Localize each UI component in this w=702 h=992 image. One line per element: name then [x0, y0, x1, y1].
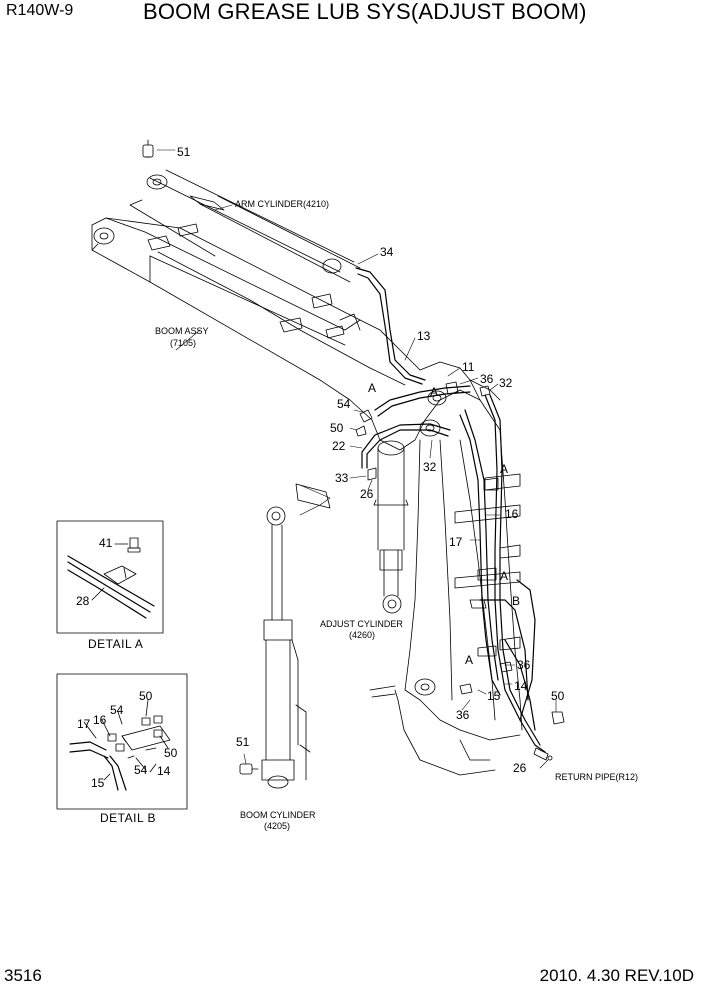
- callout-15: 15: [487, 689, 501, 703]
- detail-b-callout-50: 50: [139, 689, 153, 703]
- model-code: R140W-9: [6, 2, 74, 19]
- caption-detail-b: DETAIL B: [100, 811, 156, 825]
- caption-return-pipe: RETURN PIPE(R12): [555, 772, 638, 782]
- callout-26-bottom: 26: [513, 761, 527, 775]
- caption-boom-cylinder-no: (4205): [264, 821, 290, 831]
- callout-13: 13: [417, 329, 431, 343]
- detail-b-callout-15: 15: [91, 776, 105, 790]
- page-title: BOOM GREASE LUB SYS(ADJUST BOOM): [143, 0, 587, 24]
- callout-36-right: 36: [517, 658, 531, 672]
- callout-22: 22: [332, 439, 346, 453]
- callout-34: 34: [380, 245, 394, 259]
- callout-51-top: 51: [177, 145, 191, 159]
- callout-a-5: A: [465, 653, 473, 667]
- leader-lines: [156, 149, 557, 769]
- caption-adjust-cylinder-no: (4260): [349, 630, 375, 640]
- adjust-cylinder: [373, 440, 409, 614]
- callout-a-1: A: [368, 381, 376, 395]
- callout-a-2: A: [430, 385, 438, 399]
- callout-16: 16: [505, 507, 519, 521]
- detail-b-callout-17: 17: [77, 717, 91, 731]
- fitting-50-right: [551, 711, 565, 725]
- grease-fitting-51-top: [142, 139, 154, 158]
- caption-arm-cylinder: ARM CYLINDER(4210): [235, 199, 329, 209]
- detail-b-callout-54b: 54: [134, 763, 148, 777]
- callout-26: 26: [360, 487, 374, 501]
- revision-date: 2010. 4.30 REV.10D: [539, 966, 694, 985]
- page-number: 3516: [4, 966, 42, 985]
- callout-a-4: A: [500, 569, 508, 583]
- boom-assy: [91, 217, 421, 421]
- callout-17: 17: [449, 535, 463, 549]
- detail-a-frame: [56, 520, 164, 634]
- callout-11: 11: [462, 360, 475, 374]
- callout-32-mid: 32: [423, 460, 437, 474]
- callout-36-bottom: 36: [456, 708, 470, 722]
- callout-a-3: A: [500, 462, 508, 476]
- return-pipe-fitting: [533, 747, 553, 761]
- grease-fitting-51-bottom: [239, 763, 259, 775]
- callout-50-right: 50: [551, 689, 565, 703]
- detail-a-callout-28: 28: [76, 594, 90, 608]
- arm-cylinder: [129, 169, 361, 283]
- detail-b-callout-14: 14: [157, 764, 171, 778]
- callout-14: 14: [514, 679, 528, 693]
- callout-b-1: B: [512, 594, 520, 608]
- boom-knuckle: [369, 361, 523, 776]
- caption-detail-a: DETAIL A: [88, 637, 143, 651]
- detail-b-callout-54: 54: [110, 703, 124, 717]
- caption-boom-cylinder: BOOM CYLINDER: [240, 810, 316, 820]
- caption-adjust-cylinder: ADJUST CYLINDER: [320, 619, 403, 629]
- detail-b-callout-16: 16: [93, 713, 107, 727]
- caption-boom-assy: BOOM ASSY: [155, 326, 209, 336]
- caption-boom-assy-no: (7105): [170, 338, 196, 348]
- callout-32-top: 32: [499, 376, 513, 390]
- callout-36-top: 36: [480, 372, 494, 386]
- callout-50: 50: [330, 421, 344, 435]
- callout-51-bottom: 51: [236, 735, 250, 749]
- callout-33: 33: [335, 471, 349, 485]
- detail-b-frame: [56, 673, 188, 810]
- detail-b-callout-50b: 50: [164, 746, 178, 760]
- boom-cylinder: [261, 483, 331, 789]
- callout-54: 54: [337, 397, 351, 411]
- fittings-54-50: [355, 381, 513, 695]
- detail-a-callout-41: 41: [99, 536, 113, 550]
